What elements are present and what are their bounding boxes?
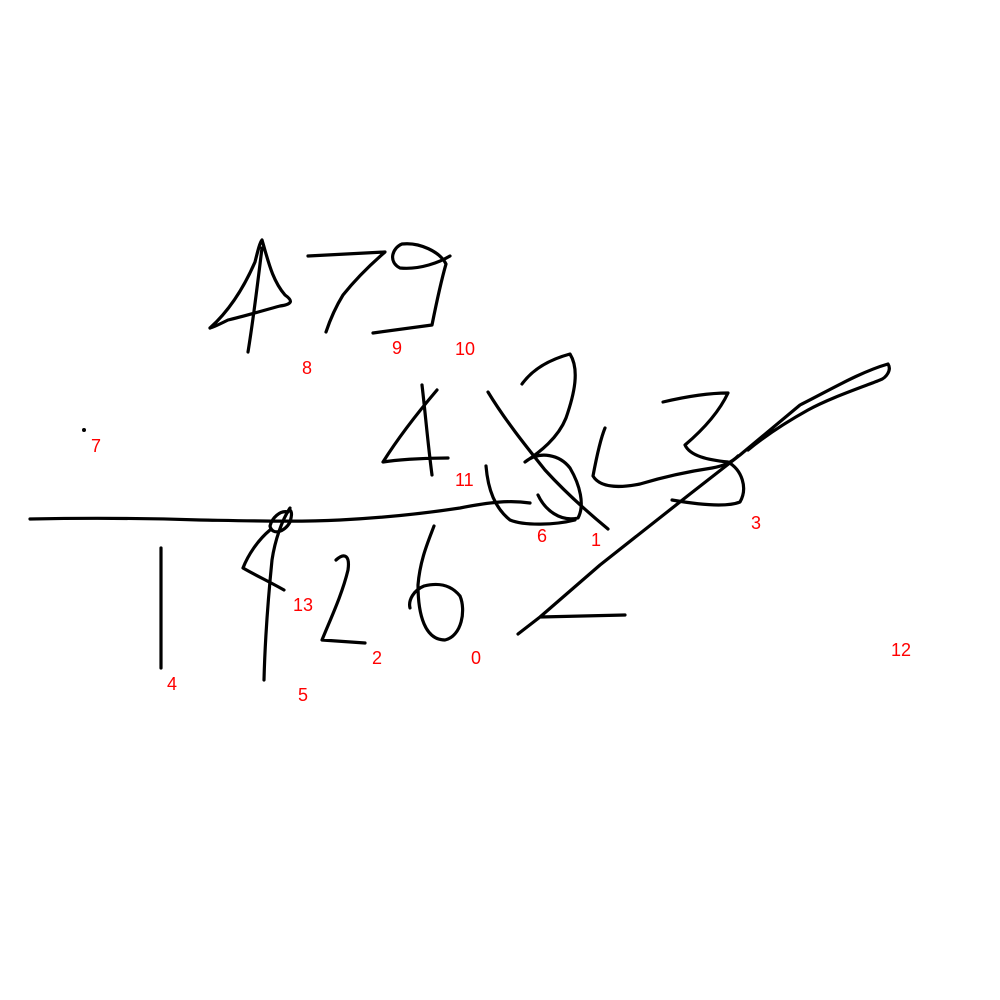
label-7: 7: [91, 436, 101, 456]
stroke-six: [408, 524, 465, 642]
label-8: 8: [302, 358, 312, 378]
stroke-13: [241, 508, 294, 592]
label-group: 0 1 2 3 4 5 6 7 8 9 10 11 12 13: [91, 338, 911, 705]
stroke-7-dot: [82, 428, 86, 432]
stroke-10: [371, 242, 452, 335]
stroke-9: [306, 250, 387, 334]
label-13: 13: [293, 595, 313, 615]
stroke-6: [484, 464, 577, 526]
stroke-3: [661, 391, 746, 507]
stroke-8: [208, 238, 292, 354]
stroke-eight: [520, 352, 583, 521]
stroke-1: [486, 390, 610, 531]
label-2: 2: [372, 648, 382, 668]
label-12: 12: [891, 640, 911, 660]
label-5: 5: [298, 685, 308, 705]
stroke-5: [262, 506, 292, 682]
label-11: 11: [455, 470, 474, 490]
label-1: 1: [591, 530, 601, 550]
label-9: 9: [392, 338, 402, 358]
label-0: 0: [471, 648, 481, 668]
stroke-12: [28, 500, 532, 523]
stroke-2: [320, 554, 367, 645]
stroke-0: [516, 362, 891, 636]
label-10: 10: [455, 339, 475, 359]
label-4: 4: [167, 674, 177, 694]
stroke-two-middle: [591, 426, 740, 488]
label-3: 3: [751, 513, 761, 533]
stroke-11: [381, 383, 450, 477]
label-6: 6: [537, 526, 547, 546]
